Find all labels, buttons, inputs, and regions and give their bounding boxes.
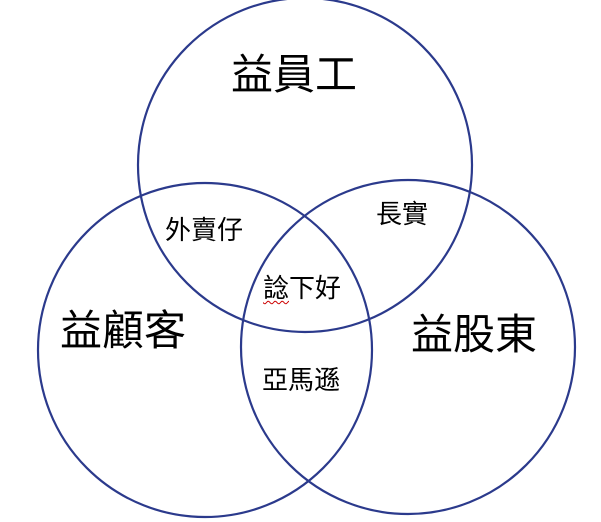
set-label-employees: 益員工 [231,50,358,99]
overlap-label-employees-shareholders: 長實 [376,200,429,230]
circle-customers [36,181,374,519]
spellcheck-underlined-text: 諗 [263,274,290,304]
overlap-label-employees-customers: 外賣仔 [165,216,244,246]
set-label-shareholders: 益股東 [411,310,538,359]
set-label-customers: 益顧客 [60,306,187,355]
center-label-rest: 下好 [289,274,342,304]
overlap-label-customers-shareholders: 亞馬遜 [262,366,341,396]
overlap-label-all-three: 諗下好 [263,276,341,302]
circle-employees [136,0,474,334]
circle-shareholders [239,178,577,516]
